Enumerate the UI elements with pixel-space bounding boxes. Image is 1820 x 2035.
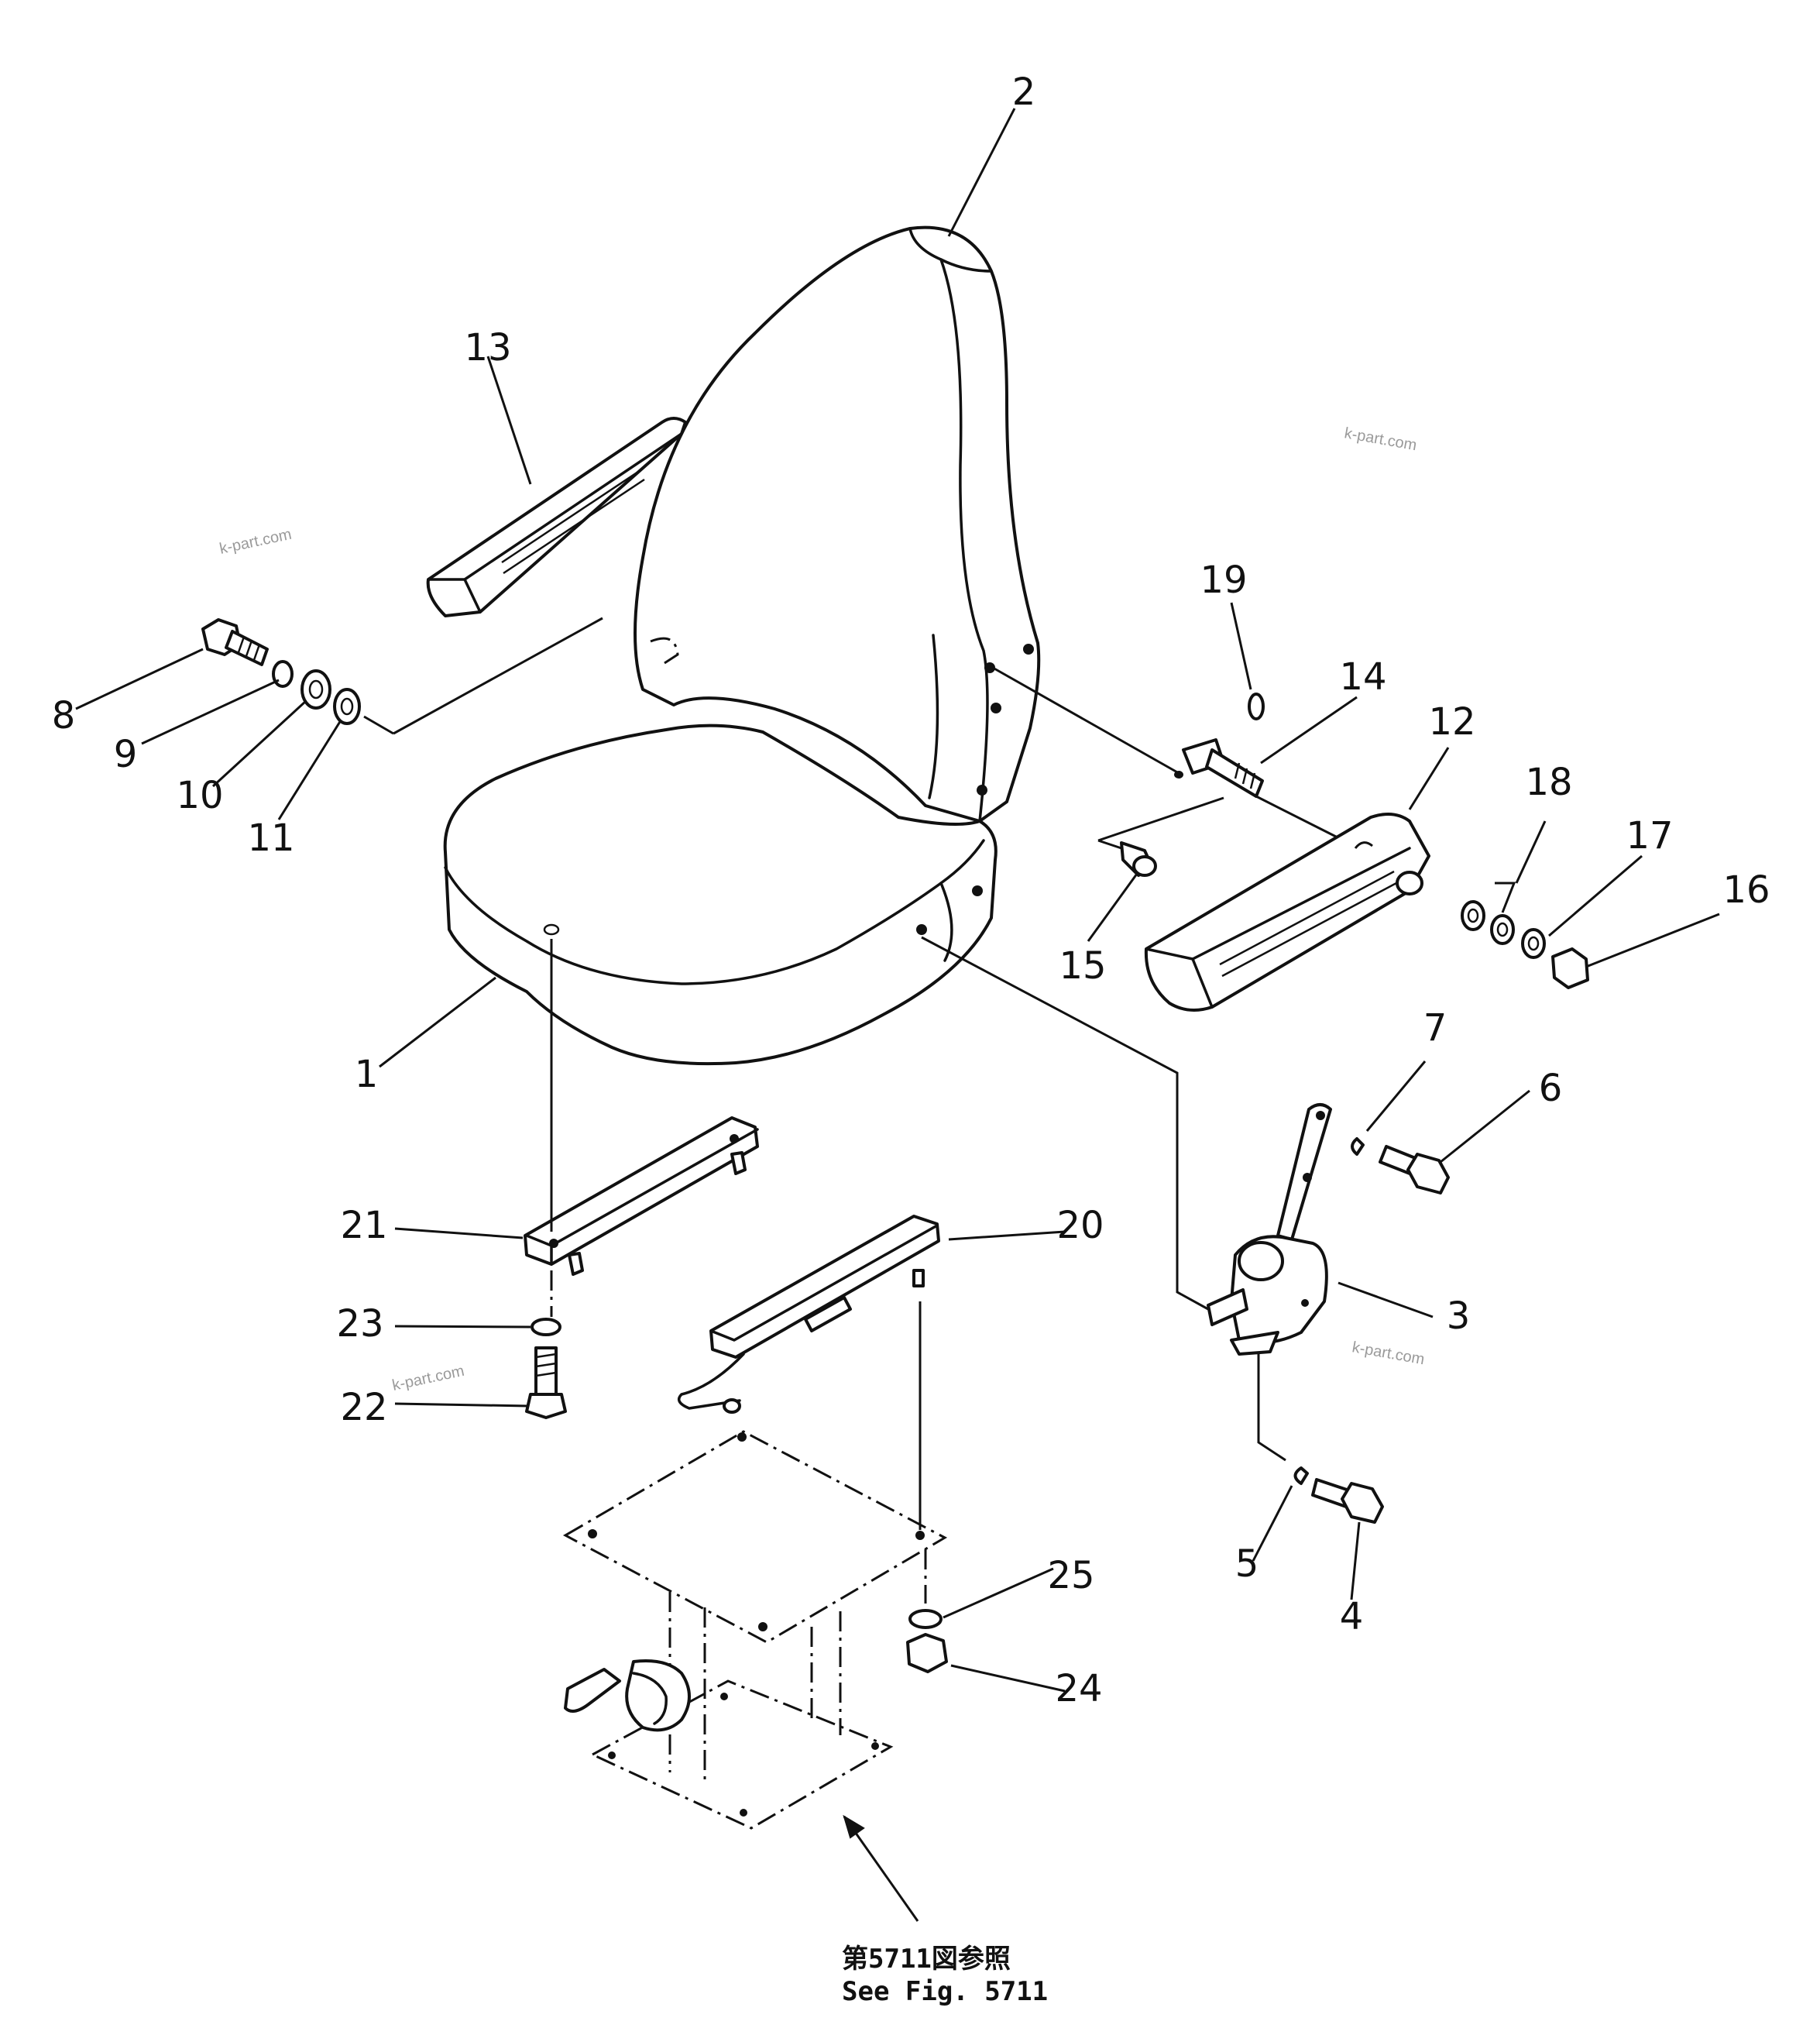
callout-1: 1 <box>355 1053 379 1096</box>
callout-labels: 1 2 3 4 5 6 7 8 9 10 11 12 13 14 15 16 1… <box>52 70 1770 1710</box>
callout-6: 6 <box>1539 1067 1563 1110</box>
seat-back <box>634 225 1041 823</box>
watermark: k-part.com <box>218 526 293 558</box>
callout-20: 20 <box>1056 1204 1104 1247</box>
seat-cushion <box>443 724 998 1066</box>
callout-21: 21 <box>340 1204 387 1247</box>
callout-7: 7 <box>1423 1006 1447 1050</box>
seat-base <box>562 1430 948 1830</box>
callout-15: 15 <box>1059 944 1106 988</box>
callout-5: 5 <box>1235 1542 1259 1586</box>
callout-22: 22 <box>340 1386 387 1429</box>
right-armrest <box>1144 813 1430 1012</box>
callout-4: 4 <box>1340 1595 1364 1638</box>
callout-9: 9 <box>114 733 138 776</box>
pivot-pin <box>1174 693 1265 798</box>
callout-12: 12 <box>1428 700 1475 744</box>
left-armrest <box>426 417 687 617</box>
slide-rail <box>677 1215 940 1414</box>
figure-reference-en: See Fig. 5711 <box>842 1976 1048 2007</box>
callout-8: 8 <box>52 694 76 737</box>
callout-13: 13 <box>464 326 511 370</box>
callout-11: 11 <box>247 816 294 860</box>
right-fasteners <box>1461 900 1589 989</box>
callout-24: 24 <box>1055 1667 1102 1710</box>
watermark: k-part.com <box>1343 425 1418 454</box>
recline-lever <box>1207 1103 1332 1356</box>
rail-fasteners <box>906 1609 948 1673</box>
watermark: k-part.com <box>390 1363 465 1394</box>
left-fasteners <box>201 618 361 725</box>
callout-leaders <box>75 108 1720 1922</box>
callout-25: 25 <box>1047 1554 1094 1597</box>
callout-19: 19 <box>1200 559 1247 602</box>
callout-14: 14 <box>1339 655 1386 699</box>
lever-bolt-upper <box>1351 1137 1450 1195</box>
screw <box>1120 841 1157 877</box>
assembly-lines <box>363 617 1337 1604</box>
callout-3: 3 <box>1447 1294 1471 1338</box>
callout-10: 10 <box>176 774 223 817</box>
bracket-fasteners <box>525 1318 567 1419</box>
figure-reference: 第5711図参照 See Fig. 5711 <box>842 1944 1048 2007</box>
callout-16: 16 <box>1722 868 1770 912</box>
callout-2: 2 <box>1012 70 1036 114</box>
callout-23: 23 <box>336 1302 383 1346</box>
figure-reference-jp: 第5711図参照 <box>842 1944 1011 1975</box>
lever-bolt-lower <box>1293 1466 1384 1524</box>
watermark: k-part.com <box>1351 1339 1426 1368</box>
callout-17: 17 <box>1626 814 1673 858</box>
callout-18: 18 <box>1525 761 1572 804</box>
seat-bracket <box>524 1116 759 1276</box>
